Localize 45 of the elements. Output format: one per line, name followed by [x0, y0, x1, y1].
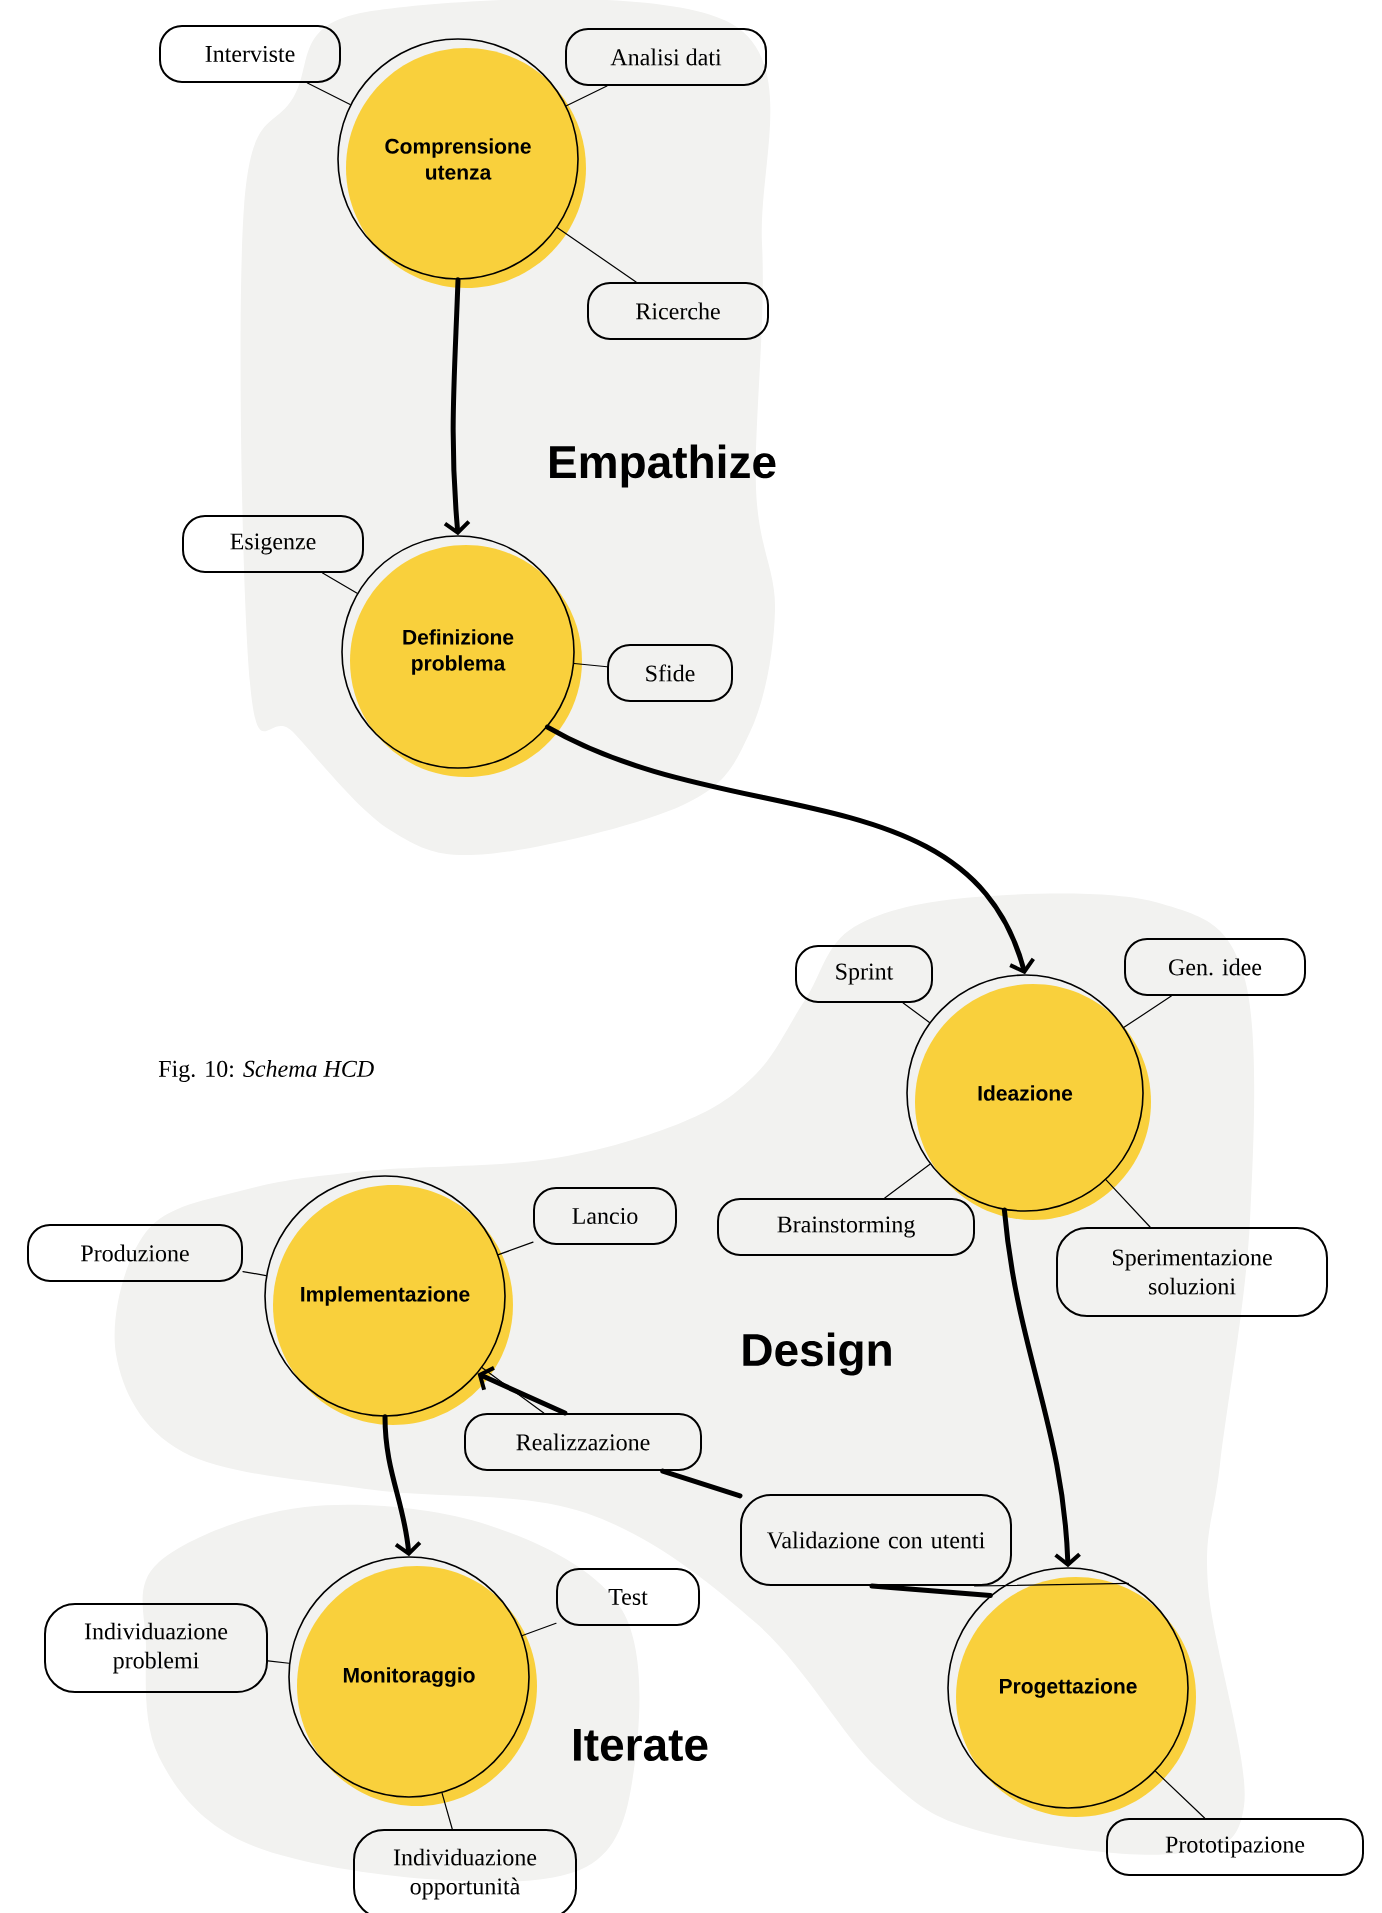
leader-line [1154, 1770, 1206, 1819]
leader-line [242, 1271, 267, 1277]
connector-arrow [443, 277, 471, 536]
leader-line [481, 1367, 545, 1414]
topic-pill: Validazione con utenti [740, 1494, 1012, 1586]
connector-arrow [477, 1366, 568, 1416]
leader-line [322, 572, 358, 594]
connector-arrow [382, 1414, 422, 1557]
leader-line [521, 1622, 557, 1637]
phase-title: Empathize [550, 444, 776, 488]
topic-pill: Produzione [27, 1224, 243, 1282]
topic-pill: Prototipazione [1106, 1818, 1364, 1876]
topic-pill: Analisi dati [565, 28, 767, 86]
leader-line [1105, 1179, 1151, 1228]
topic-pill: Sfide [607, 644, 733, 702]
topic-pill: Lancio [533, 1187, 677, 1245]
topic-pill: Individuazione opportunità [353, 1829, 577, 1913]
topic-pill: Brainstorming [717, 1198, 975, 1256]
topic-pill: Individuazione problemi [44, 1603, 268, 1693]
leader-line [902, 1002, 931, 1023]
connector-line [660, 1468, 743, 1499]
connector-line [869, 1583, 993, 1598]
topic-pill: Gen. idee [1124, 938, 1306, 996]
leader-line [556, 227, 637, 283]
leader-line [1123, 995, 1172, 1028]
topic-pill: Ricerche [587, 282, 769, 340]
phase-title: Design [743, 1332, 891, 1376]
figure-caption: Fig. 10: Schema HCD [158, 1060, 374, 1082]
leader-line [884, 1163, 931, 1199]
leader-line [441, 1792, 453, 1830]
leader-line [306, 82, 351, 106]
connector-arrow [544, 724, 1035, 975]
leader-line [974, 1582, 1129, 1587]
topic-pill: Esigenze [182, 515, 364, 573]
leader-line [497, 1241, 534, 1256]
topic-pill: Sprint [795, 945, 933, 1003]
leader-line [267, 1660, 290, 1664]
topic-pill: Realizzazione [464, 1413, 702, 1471]
leader-line [573, 662, 608, 668]
connector-arrow [1001, 1207, 1081, 1568]
topic-pill: Test [556, 1568, 700, 1626]
topic-pill: Interviste [159, 25, 341, 83]
phase-title: Iterate [574, 1728, 708, 1762]
leader-line [565, 85, 608, 107]
topic-pill: Sperimentazione soluzioni [1056, 1227, 1328, 1317]
